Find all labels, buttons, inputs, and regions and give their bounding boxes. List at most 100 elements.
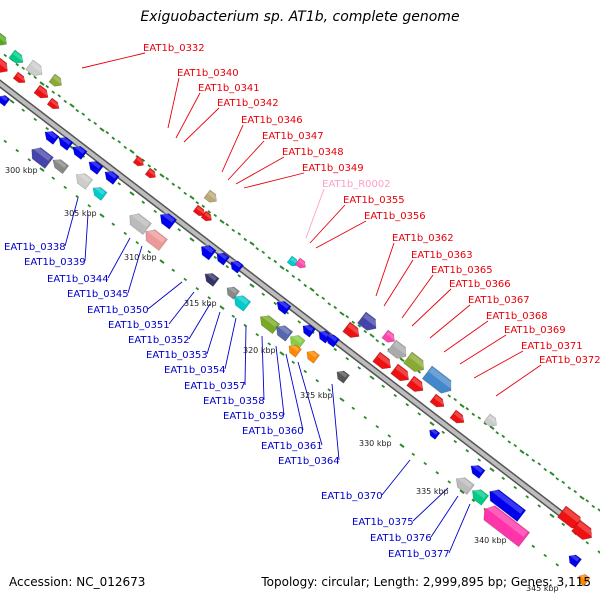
gene-feature	[568, 553, 582, 568]
scale-tick	[75, 194, 80, 199]
scale-tick	[129, 149, 135, 154]
scale-tick	[129, 191, 135, 196]
scale-tick	[339, 311, 345, 316]
leader-line	[383, 259, 414, 307]
scale-tick	[381, 384, 386, 389]
scale-tick	[513, 443, 518, 448]
scale-tick	[57, 94, 62, 98]
scale-tick	[213, 213, 218, 218]
gene-feature	[472, 487, 490, 506]
gene-feature	[406, 375, 425, 392]
scale-label: 335 kbp	[416, 487, 449, 496]
gene-feature	[336, 369, 350, 384]
scale-tick	[189, 195, 195, 200]
gene-feature	[342, 321, 361, 338]
gene-label-forward: EAT1b_0340	[177, 68, 239, 79]
leader-line	[84, 213, 89, 262]
scale-tick	[279, 351, 285, 356]
leader-line	[168, 291, 195, 325]
gene-label-forward: EAT1b_0365	[431, 265, 493, 276]
leader-line	[147, 281, 183, 310]
gene-feature	[403, 351, 426, 372]
gene-label-forward: EAT1b_0369	[504, 325, 566, 336]
scale-tick	[249, 241, 255, 246]
scale-tick	[333, 305, 338, 310]
reverse-gene-labels: EAT1b_0338EAT1b_0339EAT1b_0344EAT1b_0345…	[4, 242, 450, 560]
scale-tick	[489, 467, 495, 472]
scale-tick	[147, 164, 152, 168]
gene-label-reverse: EAT1b_0361	[261, 441, 323, 452]
scale-tick	[411, 452, 416, 457]
scale-tick	[117, 140, 122, 144]
scale-tick	[123, 145, 128, 150]
gene-label-reverse: EAT1b_0358	[203, 396, 265, 407]
label-leader-lines	[64, 52, 542, 554]
scale-tick	[147, 250, 152, 254]
scale-tick	[417, 370, 422, 374]
scale-tick	[21, 108, 26, 112]
scale-tick	[585, 499, 590, 503]
scale-tick	[195, 286, 200, 291]
gene-label-forward: EAT1b_0362	[392, 233, 454, 244]
gene-feature	[294, 257, 306, 269]
gene-feature	[429, 428, 441, 440]
topology-text: Topology: circular; Length: 2,999,895 bp…	[261, 575, 591, 589]
leader-line	[235, 156, 285, 185]
scale-tick	[447, 480, 452, 484]
scale-tick	[27, 158, 32, 162]
scale-tick	[399, 357, 405, 362]
scale-tick	[369, 333, 375, 338]
scale-tick	[483, 421, 488, 426]
scale-tick	[177, 228, 182, 232]
scale-tick	[3, 139, 8, 144]
leader-line	[381, 459, 411, 496]
scale-tick	[267, 342, 272, 346]
gene-feature	[489, 487, 527, 522]
gene-feature	[306, 349, 320, 364]
scale-tick	[447, 394, 452, 398]
leader-line	[285, 353, 304, 431]
scale-tick	[111, 136, 116, 140]
scale-tick	[573, 489, 578, 494]
scale-label: 330 kbp	[359, 439, 392, 448]
scale-tick	[525, 495, 530, 499]
gene-label-forward: EAT1b_0356	[364, 211, 426, 222]
gene-label-reverse: EAT1b_0344	[47, 274, 109, 285]
gene-label-forward: EAT1b_0363	[411, 250, 473, 261]
gene-feature	[44, 129, 60, 145]
scale-tick	[297, 320, 302, 324]
scale-tick	[69, 103, 75, 108]
scale-tick	[375, 425, 380, 429]
leader-line	[221, 124, 244, 173]
gene-feature	[145, 227, 168, 251]
scale-tick	[555, 477, 560, 481]
scale-tick	[171, 268, 176, 272]
scale-tick	[525, 453, 530, 457]
scale-tick	[327, 302, 332, 306]
scale-label: 315 kbp	[184, 299, 217, 308]
scale-tick	[417, 412, 422, 416]
scale-tick	[219, 219, 225, 224]
gene-label-reverse: EAT1b_0360	[242, 426, 304, 437]
scale-tick	[495, 431, 500, 435]
scale-tick	[267, 256, 272, 260]
scale-tick	[297, 278, 302, 282]
scale-tick	[351, 406, 356, 411]
scale-tick	[303, 369, 308, 374]
scale-tick	[45, 126, 50, 131]
gene-feature	[286, 255, 298, 267]
scale-tick	[435, 471, 440, 475]
scale-tick	[423, 461, 428, 466]
scale-tick	[21, 66, 26, 70]
gene-feature	[288, 343, 302, 358]
scale-tick	[261, 250, 266, 254]
scale-tick	[303, 283, 308, 288]
gene-feature	[52, 157, 70, 175]
gene-feature	[483, 503, 531, 548]
scale-tick	[315, 293, 320, 297]
forward-gene-labels: EAT1b_0332EAT1b_0340EAT1b_0341EAT1b_0342…	[143, 43, 600, 366]
gene-feature	[571, 519, 594, 540]
scale-tick	[291, 360, 296, 365]
scale-tick	[291, 274, 296, 279]
